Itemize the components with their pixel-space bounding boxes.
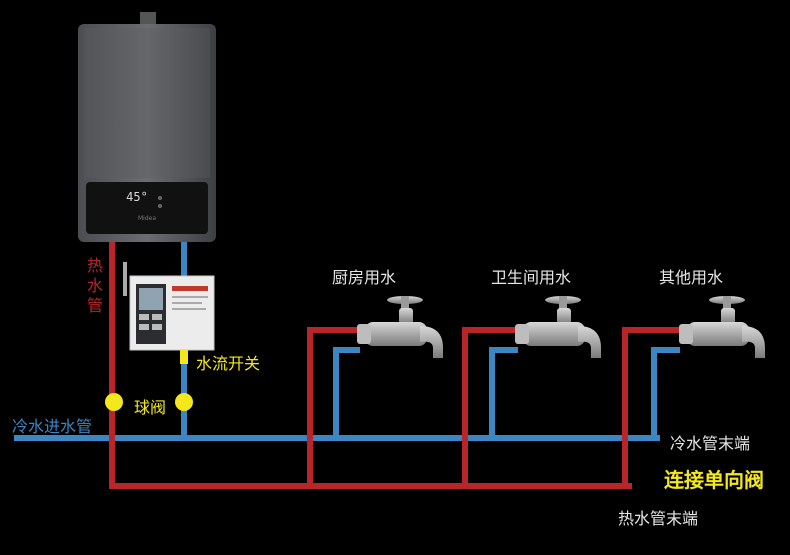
ball-valve-icon <box>175 393 193 411</box>
ball-valve-icon <box>105 393 123 411</box>
heater-brand: Midea <box>138 215 156 222</box>
hot-pipe-label-char: 热 <box>86 256 103 275</box>
hot-pipes <box>109 242 684 489</box>
check-valve-label: 连接单向阀 <box>664 468 764 492</box>
bathroom-label: 卫生间用水 <box>491 268 572 287</box>
hot-pipe-label-char: 水 <box>86 276 103 295</box>
faucet-icon <box>679 296 765 358</box>
faucet-icon <box>357 296 443 358</box>
hot-pipe-label: 热 水 管 <box>86 256 104 316</box>
cold-inlet-label: 冷水进水管 <box>12 417 93 436</box>
hot-end-label: 热水管末端 <box>618 509 699 528</box>
hot-pipe-end-fade <box>632 470 672 492</box>
heater-display: 45° <box>126 190 148 204</box>
water-heater: 45° Midea <box>78 12 216 242</box>
kitchen-label: 厨房用水 <box>332 268 397 287</box>
flow-switch-marker <box>180 350 188 364</box>
faucet-icon <box>515 296 601 358</box>
ball-valve-label: 球阀 <box>134 398 167 417</box>
hot-pipe-label-char: 管 <box>86 296 103 315</box>
cold-end-label: 冷水管末端 <box>670 434 751 453</box>
other-label: 其他用水 <box>659 268 724 287</box>
flow-switch-label: 水流开关 <box>196 354 261 373</box>
controller-device <box>123 262 215 351</box>
